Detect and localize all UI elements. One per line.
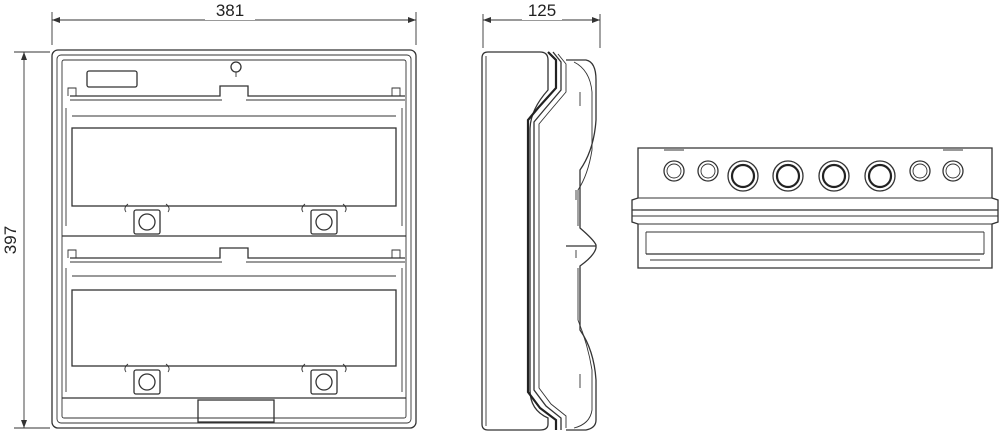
lower-module-window xyxy=(71,289,397,367)
height-dimension: 397 xyxy=(1,51,50,429)
hinge-lower-right xyxy=(301,363,347,395)
knockout-hole-4 xyxy=(772,160,804,192)
knockout-hole-3 xyxy=(727,160,759,192)
knockout-hole-2 xyxy=(697,160,719,182)
side-body xyxy=(481,51,549,431)
top-view xyxy=(631,147,999,269)
lock-icon xyxy=(230,61,242,73)
label-slot xyxy=(86,70,138,88)
depth-label: 125 xyxy=(528,1,556,20)
hinge-upper-right xyxy=(301,203,347,235)
knockout-hole-8 xyxy=(942,160,964,182)
width-dimension: 381 xyxy=(51,1,417,45)
hinge-upper-left xyxy=(124,203,170,235)
width-label: 381 xyxy=(216,1,244,20)
knockout-hole-5 xyxy=(818,160,850,192)
knockout-hole-7 xyxy=(909,160,931,182)
upper-module-window xyxy=(71,127,397,207)
hinge-lower-left xyxy=(124,363,170,395)
enclosure-outline xyxy=(51,49,417,429)
cover-profile xyxy=(526,51,558,430)
top-body xyxy=(631,147,999,269)
knockout-hole-1 xyxy=(663,160,685,182)
depth-dimension: 125 xyxy=(482,1,601,48)
height-label: 397 xyxy=(1,226,20,254)
front-view: 381 397 xyxy=(1,1,417,429)
bottom-tab xyxy=(197,399,275,423)
side-view: 125 xyxy=(481,1,601,431)
knockout-hole-6 xyxy=(864,160,896,192)
